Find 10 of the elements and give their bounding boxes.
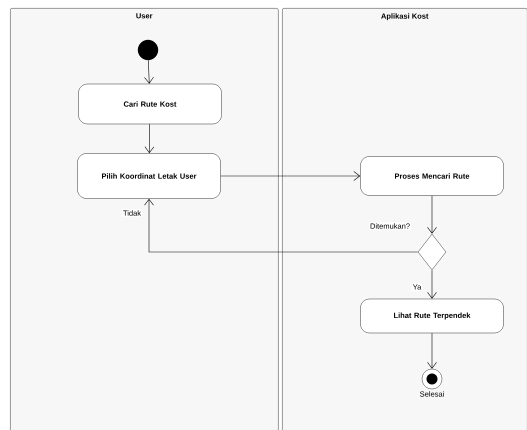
arrow <box>427 332 437 369</box>
arrow <box>220 171 360 181</box>
end-node <box>422 368 442 390</box>
arrow <box>144 198 418 252</box>
arrow <box>427 195 437 234</box>
decision-diamond <box>418 234 446 270</box>
arrow <box>144 60 154 84</box>
arrow <box>144 124 154 154</box>
start-node <box>138 40 158 60</box>
arrow <box>427 270 437 299</box>
